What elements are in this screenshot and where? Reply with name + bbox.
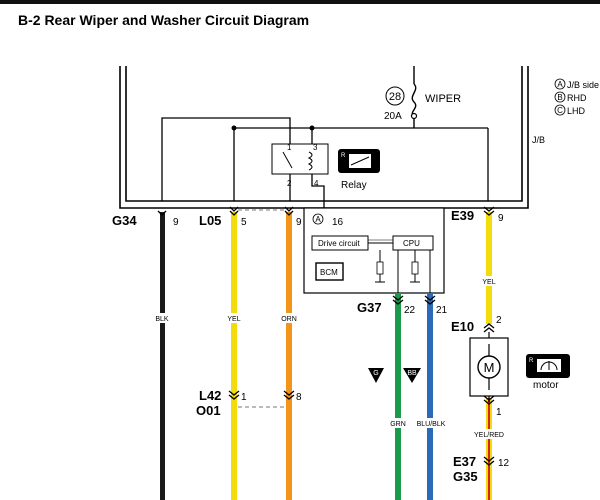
- ground-triangle-g: G: [368, 368, 384, 383]
- svg-text:R: R: [341, 153, 346, 159]
- fuse-name: WIPER: [425, 93, 461, 105]
- junction-block-outer: [125, 66, 523, 202]
- cpu-label: CPU: [403, 239, 420, 248]
- connector-l05: L05: [199, 213, 221, 228]
- ground-triangle-bb: BB: [403, 368, 421, 383]
- wire-blk: [160, 212, 165, 500]
- svg-text:2: 2: [496, 315, 502, 326]
- page-title: B-2 Rear Wiper and Washer Circuit Diagra…: [18, 12, 310, 28]
- connector-e37: E37: [453, 454, 476, 469]
- fuse-symbol: [411, 83, 417, 117]
- wire-blu-blk: [427, 293, 433, 500]
- legend-lhd: LHD: [567, 106, 586, 116]
- fuse-wiper: 28 WIPER 20A: [384, 66, 461, 128]
- svg-text:5: 5: [241, 217, 247, 228]
- connector-e10: E10: [451, 319, 474, 334]
- wire-yel-e10: [486, 212, 492, 324]
- svg-text:12: 12: [498, 458, 510, 469]
- wire-label-blk: BLK: [155, 316, 169, 323]
- svg-text:8: 8: [296, 392, 302, 403]
- svg-text:G: G: [373, 370, 378, 377]
- svg-text:22: 22: [404, 305, 416, 316]
- wire-yel-red-stripe: [488, 398, 490, 500]
- svg-text:9: 9: [296, 217, 302, 228]
- wire-yel: [231, 212, 237, 500]
- svg-text:A: A: [315, 215, 321, 224]
- svg-text:9: 9: [498, 213, 504, 224]
- fuse-number: 28: [389, 91, 401, 103]
- legend-rhd: RHD: [567, 93, 587, 103]
- junction-dot: [231, 125, 237, 131]
- svg-text:2: 2: [287, 179, 292, 188]
- svg-text:21: 21: [436, 305, 448, 316]
- connector-g34: G34: [112, 213, 137, 228]
- bcm-label: BCM: [320, 268, 338, 277]
- wire-labels: BLK YEL ORN YEL GRN BLU/BLK YEL/RED: [152, 276, 508, 439]
- svg-text:1: 1: [287, 143, 292, 152]
- drive-circuit-label: Drive circuit: [318, 239, 361, 248]
- svg-text:R: R: [529, 358, 534, 364]
- legend: A J/B side B RHD C LHD: [554, 78, 599, 116]
- svg-text:3: 3: [313, 143, 318, 152]
- svg-text:C: C: [557, 106, 563, 115]
- legend-jb-side: J/B side: [567, 80, 599, 90]
- wire-label-grn: GRN: [390, 421, 406, 428]
- wire-label-blu-blk: BLU/BLK: [417, 421, 446, 428]
- relay-label: Relay: [341, 180, 367, 191]
- connector-l42: L42: [199, 388, 221, 403]
- connector-o01: O01: [196, 403, 221, 418]
- fuse-rating: 20A: [384, 111, 402, 122]
- svg-text:4: 4: [314, 179, 319, 188]
- rear-wiper-motor: M R motor: [469, 332, 570, 402]
- svg-text:1: 1: [496, 407, 502, 418]
- wire-label-yel: YEL: [227, 316, 240, 323]
- jb-label: J/B: [532, 135, 545, 145]
- connector-g37: G37: [357, 300, 382, 315]
- wire-grn: [395, 293, 401, 500]
- wire-label-orn: ORN: [281, 316, 297, 323]
- svg-text:BB: BB: [407, 370, 417, 377]
- bcm-module: A 16 Drive circuit CPU BCM: [303, 207, 445, 294]
- relay: 1 3 2 4 R Relay: [271, 143, 380, 191]
- bcm-pin: 16: [332, 217, 344, 228]
- svg-text:1: 1: [241, 392, 247, 403]
- svg-text:9: 9: [173, 217, 179, 228]
- svg-text:A: A: [557, 80, 563, 89]
- top-rule: [0, 0, 600, 4]
- wire-orn: [286, 212, 292, 500]
- connector-e39: E39: [451, 208, 474, 223]
- motor-label: motor: [533, 380, 559, 391]
- svg-text:M: M: [484, 360, 495, 375]
- wire-label-yel-e10: YEL: [482, 279, 495, 286]
- junction-dot: [309, 125, 315, 131]
- wire-label-yel-red: YEL/RED: [474, 432, 504, 439]
- connector-g35: G35: [453, 469, 478, 484]
- svg-text:B: B: [557, 93, 562, 102]
